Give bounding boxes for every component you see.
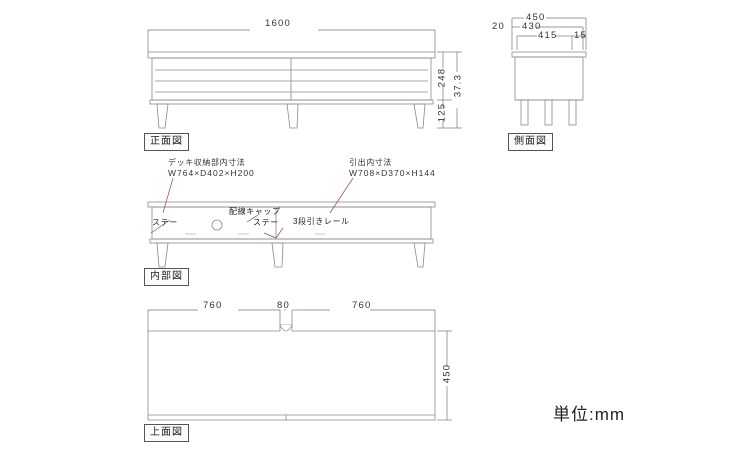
view-tag-front: 正面図 (144, 133, 189, 151)
front-width-dimension: 1600 (265, 18, 291, 29)
side-front-offset-dimension: 20 (492, 21, 505, 32)
part-label-stay-left: ステー (152, 218, 178, 227)
part-label-slide-rail: 3段引きレール (293, 217, 350, 226)
part-label-cable-cap: 配線キャップ (229, 207, 281, 216)
view-tag-top: 上面図 (144, 424, 189, 442)
note-drawer-title: 引出内寸法 (349, 158, 392, 167)
side-back-offset-dimension: 15 (574, 30, 587, 41)
internal-view-leaders (150, 177, 354, 239)
front-view-geometry (147, 29, 462, 129)
top-view-geometry (147, 309, 452, 421)
side-inner-depth-dimension: 415 (538, 30, 558, 41)
top-right-section-dimension: 760 (352, 300, 372, 311)
part-label-stay-right: ステー (253, 218, 279, 227)
note-deck-storage-title: デッキ収納部内寸法 (168, 158, 246, 167)
note-deck-storage-spec: W764×D402×H200 (168, 168, 255, 178)
view-tag-internal: 内部図 (144, 268, 189, 286)
note-drawer-spec: W708×D370×H144 (349, 168, 436, 178)
front-body-height-dimension: 248 (436, 67, 448, 88)
top-depth-dimension: 450 (441, 363, 453, 384)
top-left-section-dimension: 760 (203, 300, 223, 311)
unit-note: 単位:mm (553, 405, 626, 424)
front-total-height-dimension: 37.3 (452, 73, 464, 98)
side-view-geometry (511, 17, 587, 126)
front-leg-height-dimension: 125 (436, 102, 448, 123)
internal-view-geometry (147, 201, 436, 268)
top-notch-dimension: 80 (277, 300, 290, 311)
side-total-depth-dimension: 450 (526, 12, 546, 23)
view-tag-side: 側面図 (508, 133, 553, 151)
side-body-depth-dimension: 430 (522, 21, 542, 32)
